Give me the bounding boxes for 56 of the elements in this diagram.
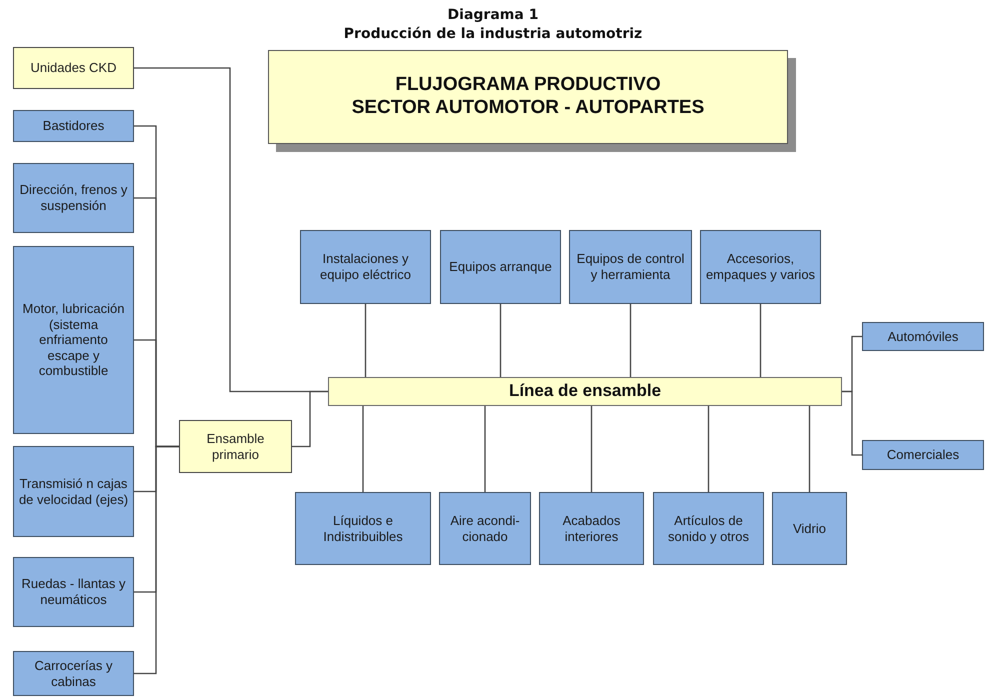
box-label: Equipos de control y herramienta <box>576 251 686 283</box>
box-label: Líquidos e Indistribuibles <box>322 512 404 544</box>
process-box <box>179 420 292 473</box>
connector-line <box>362 406 364 492</box>
process-box <box>862 322 984 351</box>
box-label: Carrocerías y cabinas <box>33 658 114 690</box>
process-box <box>13 446 134 537</box>
diagram-title: Diagrama 1 <box>448 6 538 25</box>
process-box <box>13 651 134 696</box>
process-box <box>569 230 692 304</box>
connector-line <box>484 406 486 492</box>
box-label: Unidades CKD <box>30 60 116 76</box>
process-box <box>13 557 134 627</box>
box-label: Acabados interiores <box>562 512 622 544</box>
process-box <box>700 230 821 304</box>
box-label: Vidrio <box>792 520 826 536</box>
box-label: Comerciales <box>886 447 960 463</box>
box-label: Accesorios, empaques y varios <box>705 251 816 283</box>
assembly-line-bar <box>328 377 842 406</box>
box-label: Transmisió n cajas de velocidad (ejes) <box>18 476 129 508</box>
box-label: Ensamble primario <box>206 430 266 462</box>
connector-line <box>364 304 366 377</box>
process-box <box>13 246 134 434</box>
process-box <box>439 492 531 565</box>
box-label: Equipos arranque <box>449 259 552 275</box>
process-box <box>13 110 134 142</box>
process-box <box>13 47 134 89</box>
box-label: SECTOR AUTOMOTOR - AUTOPARTES <box>352 97 704 120</box>
process-box <box>539 492 644 565</box>
process-box <box>440 230 561 304</box>
box-label: Línea de ensamble <box>508 381 662 402</box>
connector-line <box>590 406 592 492</box>
connector-line <box>842 390 862 456</box>
process-box <box>862 440 984 470</box>
connector-line <box>760 304 762 377</box>
connector-line <box>708 406 710 492</box>
box-label: Ruedas - llantas y neumáticos <box>20 576 127 608</box>
process-box <box>653 492 764 565</box>
box-label: Automóviles <box>888 328 958 344</box>
box-label: Instalaciones y equipo eléctrico <box>318 251 412 283</box>
box-label: FLUJOGRAMA PRODUCTIVO <box>395 74 661 97</box>
box-label: Dirección, frenos y suspensión <box>18 182 128 214</box>
connector-line <box>500 304 502 377</box>
process-box <box>13 163 134 233</box>
process-box <box>300 230 431 304</box>
box-label: Artículos de sonido y otros <box>667 512 750 544</box>
process-box <box>295 492 431 565</box>
connector-line <box>292 390 328 448</box>
box-label: Bastidores <box>42 118 104 134</box>
process-box <box>772 492 847 565</box>
connector-line <box>630 304 632 377</box>
box-label: Motor, lubricación (sistema enfriamento escape y combustible <box>22 301 126 379</box>
connector-line <box>134 446 179 674</box>
diagram-subtitle: Producción de la industria automotriz <box>344 25 642 44</box>
connector-line <box>808 406 810 492</box>
box-label: Aire acondi- cionado <box>449 512 521 544</box>
